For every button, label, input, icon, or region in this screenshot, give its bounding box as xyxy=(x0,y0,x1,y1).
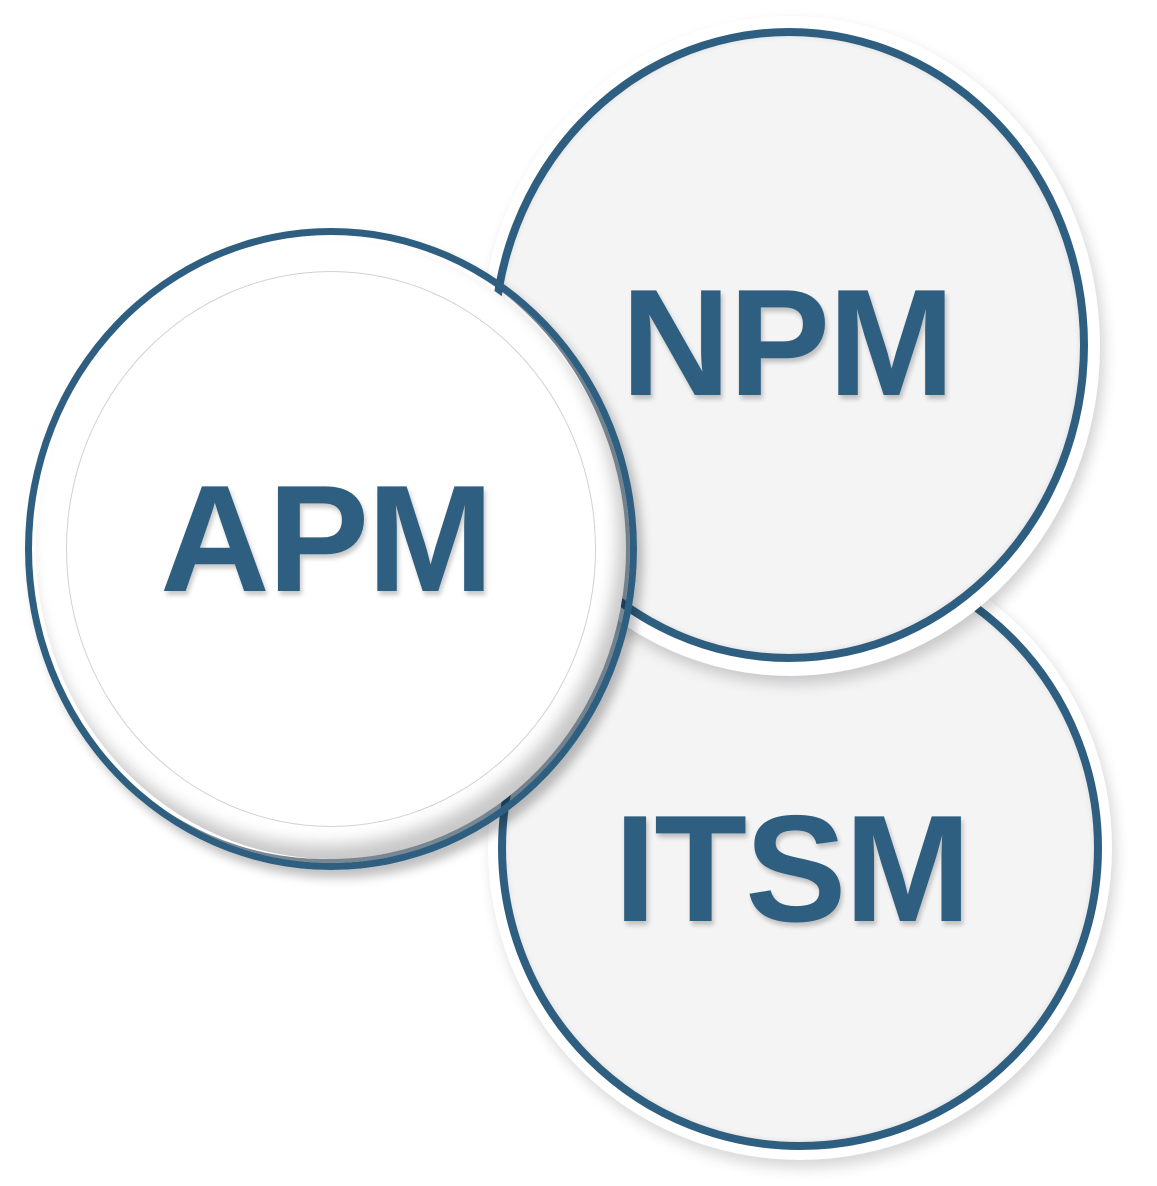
apm-circle: APM xyxy=(25,228,637,870)
itsm-label: ITSM xyxy=(614,784,971,954)
npm-label: NPM xyxy=(621,258,955,428)
apm-label: APM xyxy=(160,454,494,624)
apm-inner-ring xyxy=(66,271,596,827)
